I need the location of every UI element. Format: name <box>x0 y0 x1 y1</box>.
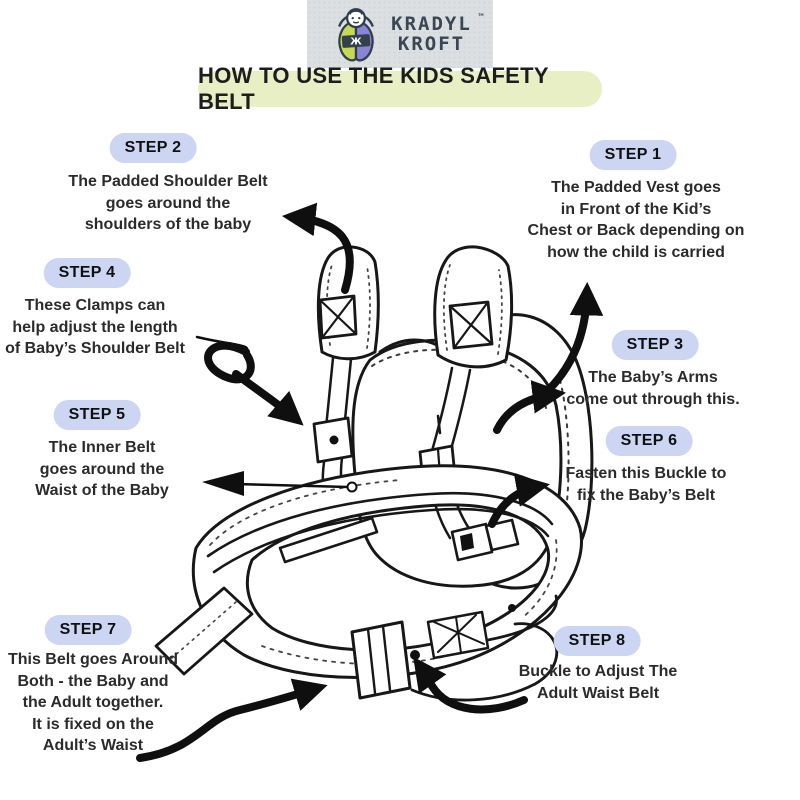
belt-strap-tail-left <box>154 586 254 676</box>
logo-monogram: Ж <box>350 36 362 47</box>
step-7-text: This Belt goes Around Both - the Baby an… <box>7 651 179 754</box>
arrow-to-step-6 <box>488 473 550 528</box>
step-5-text: The Inner Belt goes around the Waist of … <box>35 439 169 499</box>
step-6-text: Fasten this Buckle to fix the Baby’s Bel… <box>565 465 727 504</box>
brand-logo-box: Ж KRADYL KROFT ™ <box>307 0 493 68</box>
brand-name-line2: KROFT <box>397 33 466 55</box>
step-5-badge: STEP 5 <box>53 400 141 430</box>
right-strap-clamp <box>448 300 494 350</box>
step-3-text: The Baby’s Arms come out through this. <box>566 369 740 408</box>
arrow-to-step-3 <box>493 380 567 434</box>
page-title: HOW TO USE THE KIDS SAFETY BELT <box>198 63 602 114</box>
step-2-text: The Padded Shoulder Belt goes around the… <box>68 173 268 233</box>
arrow-to-step-8 <box>413 656 528 714</box>
step-4-text: These Clamps can help adjust the length … <box>5 297 185 357</box>
step-8-badge: STEP 8 <box>553 626 641 656</box>
step-8-text: Buckle to Adjust The Adult Waist Belt <box>518 663 678 702</box>
brand-name: KRADYL KROFT ™ <box>391 13 484 55</box>
brand-logo-icon: Ж <box>338 8 375 62</box>
left-strap-clamp <box>318 294 358 340</box>
step-1-badge: STEP 1 <box>589 140 677 170</box>
step-1-text: The Padded Vest goes in Front of the Kid… <box>527 179 745 261</box>
adult-belt-buckle <box>350 594 558 702</box>
step-6-badge: STEP 6 <box>605 426 693 456</box>
arrow-to-step-5 <box>202 471 358 496</box>
arrow-to-step-4 <box>195 335 304 426</box>
step-2-badge: STEP 2 <box>109 133 197 163</box>
arrow-to-step-2 <box>281 202 354 294</box>
step-7-badge: STEP 7 <box>44 615 132 645</box>
arrow-to-step-7 <box>136 678 328 762</box>
step-3-badge: STEP 3 <box>611 330 699 360</box>
baby-belt-buckle <box>450 518 520 562</box>
trademark-mark: ™ <box>478 13 484 23</box>
step-4-badge: STEP 4 <box>43 258 131 288</box>
brand-name-line1: KRADYL <box>391 13 472 35</box>
